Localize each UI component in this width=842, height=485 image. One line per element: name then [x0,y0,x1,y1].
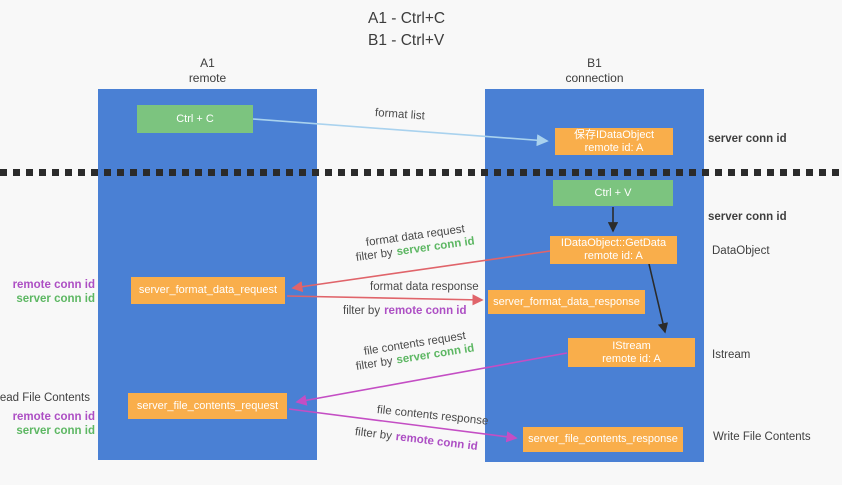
side-server-conn-id-mid-text: server conn id [708,211,787,223]
node-save-idataobject-title: 保存IDataObject [573,128,655,141]
node-server-format-data-response: server_format_data_response [488,290,645,314]
node-istream-title: IStream [612,339,651,352]
filter-by-text: filter by [343,305,381,317]
node-save-idataobject: 保存IDataObject remote id: A [555,128,673,155]
side-server-conn-id-text: server conn id [16,293,95,305]
remote-conn-id-text: remote conn id [384,305,467,317]
side-server-conn-id-top: server conn id [708,133,787,145]
side-server-conn-id-top-text: server conn id [708,133,787,145]
side-write-file-contents-text: Write File Contents [713,431,811,443]
node-save-idataobject-remote-id: remote id: A [584,141,644,154]
arrow-format-data-response [286,294,484,306]
arrow-format-data-request [291,250,551,293]
side-istream-text: Istream [712,349,751,361]
side-server-conn-id-mid: server conn id [708,211,787,223]
node-ctrl-c-label: Ctrl + C [176,112,214,125]
node-server-file-contents-request: server_file_contents_request [128,393,287,419]
arrow-format-list [252,118,549,147]
node-ctrl-v-label: Ctrl + V [594,186,632,199]
side-conn-ids-format: remote conn id server conn id [13,278,95,306]
arrow-file-contents-response [288,408,518,443]
node-ctrl-v: Ctrl + V [553,180,673,206]
side-dataobject: DataObject [712,245,770,257]
side-dataobject-text: DataObject [712,245,770,257]
side-server-conn-id-text: server conn id [16,425,95,437]
node-istream: IStream remote id: A [568,338,695,367]
lane-header-connection: B1 connection [485,56,704,86]
node-istream-remote-id: remote id: A [602,352,661,365]
lane-right-id: B1 [587,56,602,70]
node-server-file-contents-response: server_file_contents_response [523,427,683,452]
node-server-format-data-request: server_format_data_request [131,277,285,304]
lane-left-id: A1 [200,56,215,70]
node-ctrl-c: Ctrl + C [137,105,253,133]
arrow-getdata-to-istream [648,263,669,334]
timeline-divider [0,169,842,176]
side-conn-ids-file: remote conn id server conn id [13,410,95,438]
lane-header-remote: A1 remote [98,56,317,86]
title-line-b1: B1 - Ctrl+V [368,32,445,49]
arrow-file-contents-request [295,352,568,406]
side-read-file-contents: Read File Contents [0,392,90,404]
title-line-a1: A1 - Ctrl+C [368,10,446,27]
diagram-title: A1 - Ctrl+C B1 - Ctrl+V [368,8,445,52]
node-file-request-label: server_file_contents_request [136,399,279,412]
node-getdata-title: IDataObject::GetData [560,237,667,249]
node-file-response-label: server_file_contents_response [528,433,678,445]
side-remote-conn-id-text: remote conn id [12,411,95,423]
label-format-data-response: format data response [370,281,479,293]
side-write-file-contents: Write File Contents [713,431,811,443]
lane-left-role: remote [188,71,227,85]
node-getdata-remote-id: remote id: A [584,250,643,262]
label-format-data-response-text: format data response [370,281,479,293]
node-idataobject-getdata: IDataObject::GetData remote id: A [550,236,677,264]
side-remote-conn-id-text: remote conn id [12,279,95,291]
side-read-file-contents-text: Read File Contents [0,392,90,404]
node-format-request-label: server_format_data_request [138,284,278,296]
node-format-response-label: server_format_data_response [493,295,640,308]
side-istream: Istream [712,349,750,361]
lane-right-role: connection [565,71,624,85]
